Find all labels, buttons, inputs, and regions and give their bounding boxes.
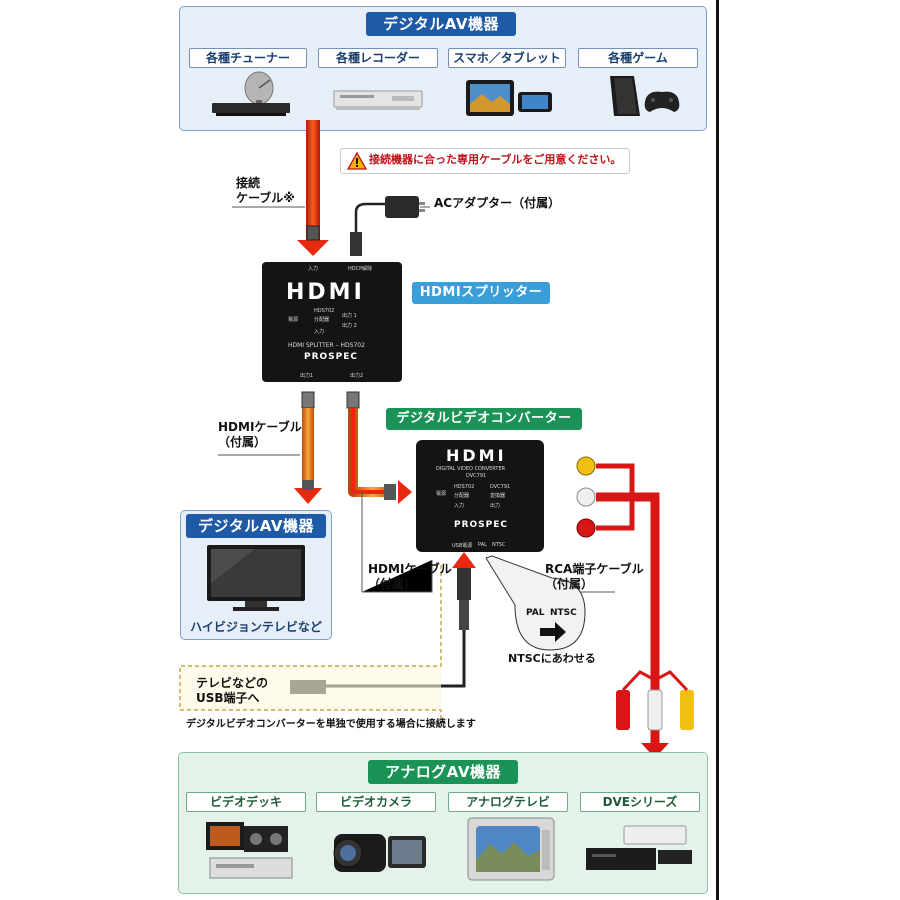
tv-panel-title: デジタルAV機器	[186, 514, 326, 538]
analog-tv-icon	[467, 817, 555, 881]
device-tag-dve-series: DVEシリーズ	[580, 792, 700, 812]
usb-note: デジタルビデオコンバーターを単独で使用する場合に接続します	[186, 719, 476, 730]
splitter-model: HDMI SPLITTER – HDS702	[288, 342, 365, 349]
video-deck-icon	[206, 822, 293, 879]
ntsc-note: NTSCにあわせる	[508, 652, 596, 665]
right-border	[716, 0, 719, 900]
splitter-diagram-model: HDS702	[314, 308, 335, 314]
ntsc-bubble-ntsc: NTSC	[550, 608, 577, 618]
device-tag-recorder: 各種レコーダー	[318, 48, 438, 68]
hdmi-cable-label-2b: （付属）	[368, 577, 417, 591]
top-panel-title: デジタルAV機器	[366, 12, 516, 36]
device-tag-smartphone: スマホ／タブレット	[448, 48, 566, 68]
converter-diagram-dist: 分配器	[454, 493, 470, 499]
connect-cable-label-1: 接続	[236, 176, 261, 190]
device-tag-tuner: 各種チューナー	[189, 48, 307, 68]
splitter-bottom-out1: 出力1	[300, 373, 314, 379]
usb-target-label-2: USB端子へ	[196, 691, 260, 705]
device-tag-video-deck: ビデオデッキ	[186, 792, 306, 812]
dve-series-icon	[586, 825, 692, 870]
splitter-logo: HDMI	[286, 280, 365, 305]
splitter-top-label-input: 入力	[308, 266, 319, 272]
converter-model: DIGITAL VIDEO CONVERTER	[436, 466, 506, 472]
hdmi-cable-label-1: HDMIケーブル	[218, 420, 302, 434]
converter-brand: PROSPEC	[454, 520, 509, 530]
ac-adapter-label: ACアダプター（付属）	[434, 196, 561, 210]
splitter-diagram-out1: 出力 1	[342, 313, 357, 319]
hdmi-cable-label-2: HDMIケーブル	[368, 562, 452, 576]
splitter-tag: HDMIスプリッター	[412, 282, 550, 304]
tv-caption: ハイビジョンテレビなど	[190, 620, 322, 634]
converter-logo: HDMI	[446, 446, 507, 465]
digital-video-converter-device: HDMI DIGITAL VIDEO CONVERTER DVC791 電源 H…	[416, 440, 544, 552]
warning-box: 接続機器に合った専用ケーブルをご用意ください。	[340, 148, 630, 174]
splitter-diagram-out2: 出力 2	[342, 323, 357, 329]
converter-diagram-input: 入力	[454, 503, 465, 509]
splitter-diagram-power: 電源	[288, 317, 299, 323]
converter-diagram-conv: 変換器	[490, 493, 506, 499]
tuner-icon	[212, 71, 290, 116]
hdmi-cable-label-1b: （付属）	[218, 435, 267, 449]
ntsc-bubble-pal: PAL	[526, 608, 545, 618]
converter-usb-power: USB電源	[452, 543, 473, 549]
converter-model-no: DVC791	[466, 473, 487, 479]
recorder-icon	[333, 90, 423, 110]
smartphone-tablet-icon	[466, 80, 552, 116]
device-tag-analog-tv: アナログテレビ	[448, 792, 568, 812]
hdmi-splitter-device: 入力 HDCP解除 HDMI 電源 HDS702 分配器 出力 1 出力 2 入…	[262, 262, 402, 382]
warning-icon	[347, 152, 367, 170]
splitter-brand: PROSPEC	[304, 352, 359, 362]
bottom-panel-title: アナログAV機器	[368, 760, 518, 784]
connect-cable-label-2: ケーブル※	[236, 191, 295, 205]
converter-ntsc-label: NTSC	[492, 542, 506, 548]
converter-diagram-hds: HDS702	[454, 484, 475, 490]
video-camera-icon	[333, 834, 426, 872]
device-tag-game: 各種ゲーム	[578, 48, 698, 68]
hdtv-icon	[207, 545, 305, 611]
converter-pal-label: PAL	[478, 542, 487, 548]
splitter-diagram-distributor: 分配器	[314, 317, 330, 323]
rca-cable-label-b: （付属）	[545, 577, 594, 591]
device-tag-video-camera: ビデオカメラ	[316, 792, 436, 812]
usb-target-label-1: テレビなどの	[196, 676, 269, 690]
converter-tag: デジタルビデオコンバーター	[386, 408, 582, 430]
splitter-top-label-hdcp: HDCP解除	[348, 266, 373, 272]
converter-diagram-power: 電源	[436, 491, 447, 497]
game-console-icon	[610, 76, 680, 116]
converter-diagram-output: 出力	[490, 503, 501, 509]
splitter-bottom-out2: 出力2	[350, 373, 364, 379]
rca-cable-label: RCA端子ケーブル	[545, 562, 644, 576]
splitter-diagram-input: 入力	[314, 329, 325, 335]
warning-text: 接続機器に合った専用ケーブルをご用意ください。	[369, 153, 622, 166]
converter-diagram-dvc: DVC791	[490, 484, 511, 490]
